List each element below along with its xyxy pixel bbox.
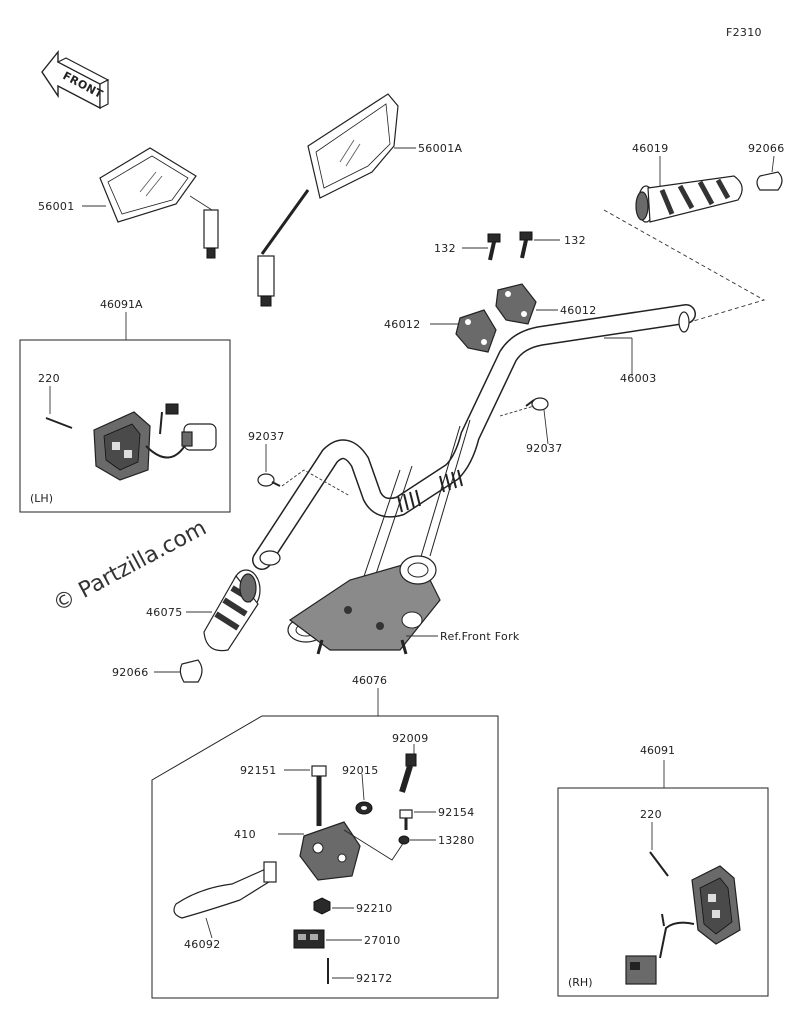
bolt-132-right[interactable] bbox=[519, 231, 533, 259]
switch-housing-left[interactable] bbox=[93, 403, 217, 481]
holder-46012-left[interactable] bbox=[455, 309, 497, 353]
callout-13280: 410 bbox=[234, 828, 256, 841]
switch-27010[interactable] bbox=[293, 929, 325, 949]
callout-92066-left: 92066 bbox=[112, 666, 149, 679]
box-left-switch bbox=[19, 339, 231, 513]
handlebar[interactable] bbox=[252, 304, 696, 570]
callout-92015: 92015 bbox=[342, 764, 379, 777]
callout-92037-left: 92037 bbox=[248, 430, 285, 443]
mirror-left[interactable] bbox=[99, 147, 219, 259]
screw-220-right[interactable] bbox=[649, 851, 669, 877]
callout-220-right: 220 bbox=[640, 808, 662, 821]
nut-92210[interactable] bbox=[313, 897, 331, 915]
bar-end-left[interactable] bbox=[179, 659, 203, 683]
callout-410: 13280 bbox=[438, 834, 475, 847]
watermark: © Partzilla.com bbox=[49, 516, 211, 618]
callout-92210: 92210 bbox=[356, 902, 393, 915]
box-right-switch bbox=[557, 787, 769, 997]
bolt-92009[interactable] bbox=[399, 753, 417, 793]
callout-46003: 46003 bbox=[620, 372, 657, 385]
clamp-92037-left[interactable] bbox=[257, 473, 281, 487]
bar-end-right[interactable] bbox=[756, 171, 783, 191]
callout-46075: 46075 bbox=[146, 606, 183, 619]
callout-92151: 92151 bbox=[240, 764, 277, 777]
mirror-right[interactable] bbox=[257, 93, 399, 307]
callout-46019: 46019 bbox=[632, 142, 669, 155]
callout-27010: 27010 bbox=[364, 934, 401, 947]
washer-92015[interactable] bbox=[355, 801, 373, 815]
callout-132-left: 132 bbox=[434, 242, 456, 255]
callout-92154: 92154 bbox=[438, 806, 475, 819]
callout-46012-right: 46012 bbox=[560, 304, 597, 317]
callout-92066-right: 92066 bbox=[748, 142, 785, 155]
callout-56001: 56001 bbox=[38, 200, 75, 213]
callout-132-right: 132 bbox=[564, 234, 586, 247]
screw-92154[interactable] bbox=[399, 809, 413, 830]
box-lever-assembly bbox=[151, 715, 499, 999]
holder-46012-right[interactable] bbox=[495, 283, 537, 325]
box-right-switch-part: 46091 bbox=[640, 744, 675, 757]
callout-46012-left: 46012 bbox=[384, 318, 421, 331]
front-arrow-icon: FRONT bbox=[41, 50, 110, 110]
callout-46092: 46092 bbox=[184, 938, 221, 951]
bolt-132-left[interactable] bbox=[487, 233, 501, 261]
box-right-switch-side: (RH) bbox=[568, 976, 593, 989]
upper-triple-clamp[interactable] bbox=[287, 419, 471, 655]
switch-housing-right[interactable] bbox=[625, 865, 741, 985]
bolt-92151[interactable] bbox=[311, 765, 327, 826]
lever-holder-13280[interactable] bbox=[299, 821, 405, 881]
callout-92009: 92009 bbox=[392, 732, 429, 745]
figure-code: F2310 bbox=[726, 26, 762, 39]
grip-right[interactable] bbox=[635, 175, 743, 223]
callout-92037-right: 92037 bbox=[526, 442, 563, 455]
box-left-switch-part: 46091A bbox=[100, 298, 143, 311]
box-lever-assembly-part: 46076 bbox=[352, 674, 387, 687]
lever-46092[interactable] bbox=[173, 861, 277, 919]
callout-220-left: 220 bbox=[38, 372, 60, 385]
callout-56001A: 56001A bbox=[418, 142, 462, 155]
reference-front-fork: Ref.Front Fork bbox=[440, 630, 520, 643]
nut-410[interactable] bbox=[398, 835, 410, 845]
screw-220-left[interactable] bbox=[45, 417, 73, 429]
grip-left[interactable] bbox=[203, 569, 261, 652]
callout-92172: 92172 bbox=[356, 972, 393, 985]
clamp-92037-right[interactable] bbox=[525, 397, 549, 411]
box-left-switch-side: (LH) bbox=[30, 492, 53, 505]
